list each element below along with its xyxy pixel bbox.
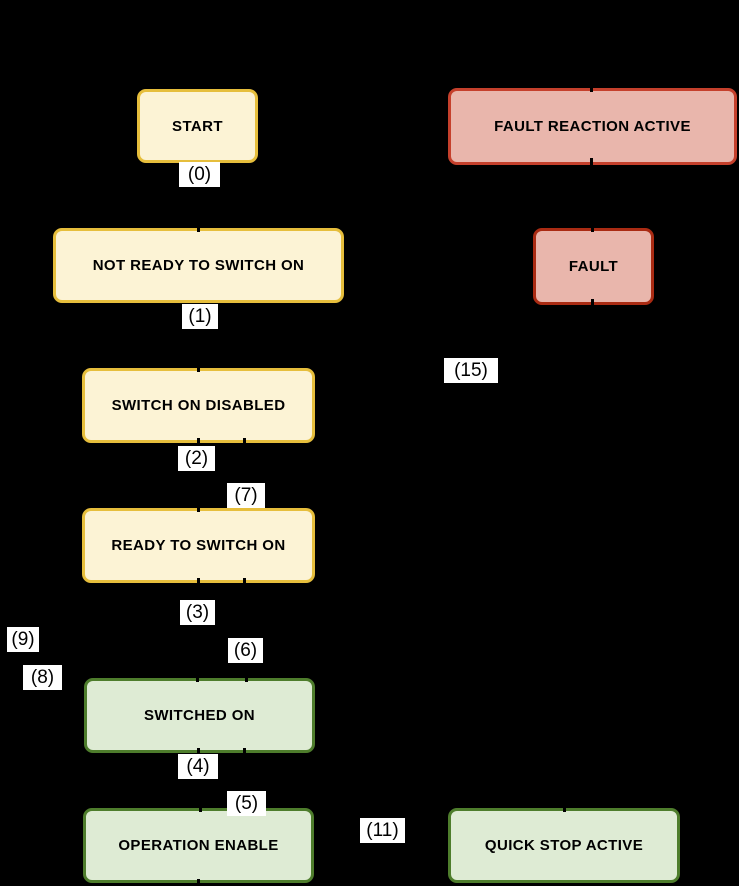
transition-label-4: (4) [178, 754, 218, 779]
transition-label-6: (6) [228, 638, 263, 663]
transition-label-7: (7) [227, 483, 265, 508]
state-quick-stop-active: QUICK STOP ACTIVE [448, 808, 680, 883]
connector-stub [591, 225, 594, 232]
connector-stub [197, 748, 200, 755]
state-fault-reaction-active: FAULT REACTION ACTIVE [448, 88, 737, 165]
connector-stub [563, 805, 566, 812]
connector-stub [243, 748, 246, 755]
state-start: START [137, 89, 258, 163]
state-fault-label: FAULT [568, 258, 619, 275]
state-fault: FAULT [533, 228, 654, 305]
connector-stub [196, 675, 199, 682]
connector-stub [591, 299, 594, 306]
state-ready-to-switch-on: READY TO SWITCH ON [82, 508, 315, 583]
connector-stub [197, 879, 200, 886]
transition-label-0: (0) [179, 162, 220, 187]
connector-stub [590, 85, 593, 92]
state-switch-on-disabled-label: SWITCH ON DISABLED [111, 397, 286, 414]
connector-stub [590, 158, 593, 165]
connector-stub [197, 578, 200, 585]
transition-label-5: (5) [227, 791, 266, 816]
transition-label-9: (9) [7, 627, 39, 652]
connector-stub [243, 438, 246, 445]
connector-stub [199, 805, 202, 812]
state-not-ready-to-switch-on: NOT READY TO SWITCH ON [53, 228, 344, 303]
state-operation-enable-label: OPERATION ENABLE [118, 837, 279, 854]
transition-label-2: (2) [178, 446, 215, 471]
state-start-label: START [172, 117, 223, 135]
transition-label-3: (3) [180, 600, 215, 625]
connector-stub [197, 505, 200, 512]
state-operation-enable: OPERATION ENABLE [83, 808, 314, 883]
transition-label-11: (11) [360, 818, 405, 843]
state-ready-to-switch-on-label: READY TO SWITCH ON [111, 537, 286, 554]
connector-stub [245, 675, 248, 682]
state-switched-on-label: SWITCHED ON [143, 707, 256, 724]
connector-stub [197, 365, 200, 372]
connector-stub [243, 578, 246, 585]
state-fault-reaction-active-label: FAULT REACTION ACTIVE [494, 118, 691, 135]
transition-label-1: (1) [182, 304, 218, 329]
state-switched-on: SWITCHED ON [84, 678, 315, 753]
transition-label-8: (8) [23, 665, 62, 690]
connector-stub [197, 225, 200, 232]
connector-stub [197, 438, 200, 445]
state-not-ready-to-switch-on-label: NOT READY TO SWITCH ON [92, 257, 305, 274]
state-switch-on-disabled: SWITCH ON DISABLED [82, 368, 315, 443]
transition-label-15: (15) [444, 358, 498, 383]
state-quick-stop-active-label: QUICK STOP ACTIVE [484, 837, 644, 854]
